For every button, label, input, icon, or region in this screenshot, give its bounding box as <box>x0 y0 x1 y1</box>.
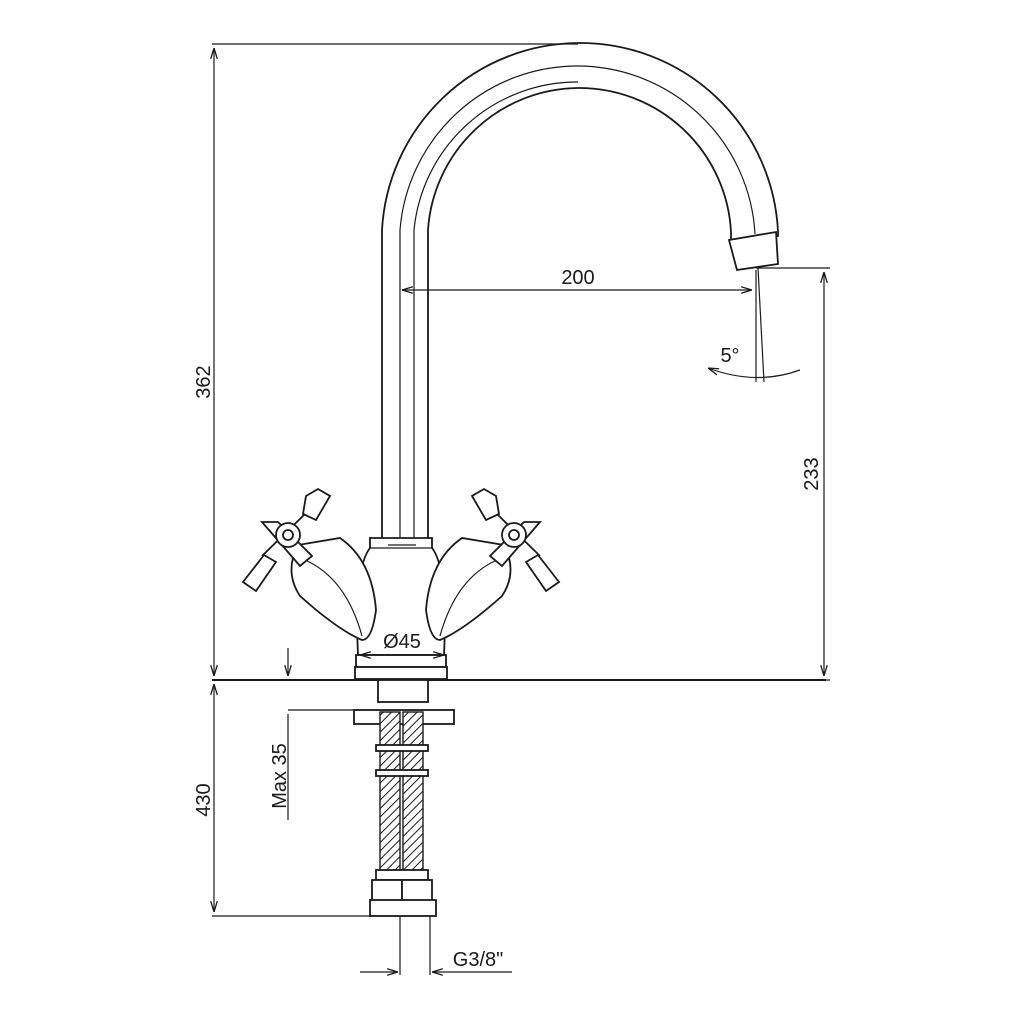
connection-thread-label: G3/8" <box>453 949 503 971</box>
supply-hose-left <box>379 711 401 873</box>
max-deck-thickness-label: Max 35 <box>269 743 291 809</box>
mounting-assembly <box>353 679 455 917</box>
left-valve <box>241 487 377 641</box>
spout-height-label: 233 <box>801 457 823 490</box>
body-diameter-label: Ø45 <box>383 631 421 653</box>
right-valve <box>425 487 561 641</box>
spout-angle-label: 5° <box>720 345 739 367</box>
hose-length-label: 430 <box>193 783 215 816</box>
supply-hose-right <box>402 711 424 873</box>
spout-reach-label: 200 <box>561 267 594 289</box>
right-cross-handle <box>470 487 561 593</box>
total-height-label: 362 <box>193 365 215 398</box>
aerator <box>727 230 779 272</box>
left-cross-handle <box>241 487 332 593</box>
faucet-body <box>354 537 448 680</box>
dimension-lines <box>212 43 830 975</box>
spout <box>381 42 779 546</box>
